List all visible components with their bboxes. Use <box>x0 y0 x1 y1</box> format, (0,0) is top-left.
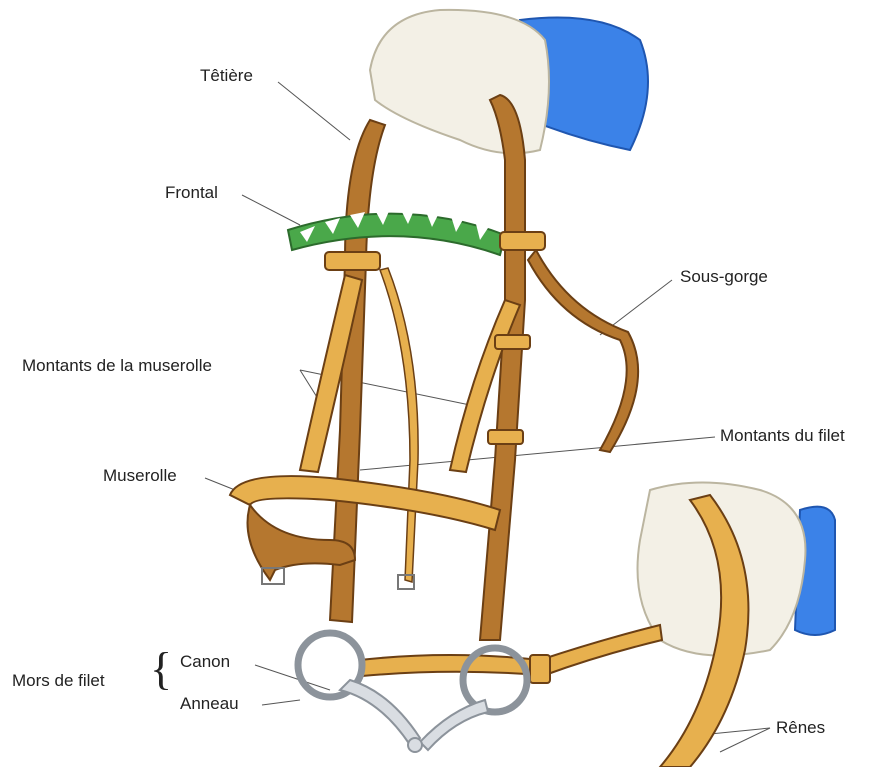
dangling-strap <box>380 268 418 582</box>
leader-frontal <box>242 195 300 225</box>
leader-anneau <box>262 700 300 705</box>
muserolle-band <box>230 476 500 530</box>
leader-renes-2 <box>720 728 770 752</box>
keeper-right-2 <box>488 430 523 444</box>
mors-brace: { <box>150 646 172 692</box>
label-tetiere: Têtière <box>200 66 253 86</box>
label-anneau: Anneau <box>180 694 239 714</box>
renes-connector <box>360 655 540 676</box>
rein-keeper <box>530 655 550 683</box>
leader-muserolle <box>205 478 235 490</box>
label-montants-muserolle: Montants de la muserolle <box>22 356 212 376</box>
keeper-right-1 <box>495 335 530 349</box>
frontal-loop-left <box>325 252 380 270</box>
label-mors-de-filet: Mors de filet <box>12 671 105 691</box>
leader-tetiere <box>278 82 350 140</box>
frontal-band <box>288 214 505 255</box>
label-montants-filet: Montants du filet <box>720 426 845 446</box>
label-sous-gorge: Sous-gorge <box>680 267 768 287</box>
renes-upper <box>540 625 662 675</box>
leader-canon <box>255 665 330 690</box>
label-canon: Canon <box>180 652 230 672</box>
label-renes: Rênes <box>776 718 825 738</box>
label-muserolle: Muserolle <box>103 466 177 486</box>
label-frontal: Frontal <box>165 183 218 203</box>
sous-gorge-strap <box>528 250 638 452</box>
canon-left <box>340 680 420 745</box>
frontal-loop-right <box>500 232 545 250</box>
canon-right <box>420 700 488 750</box>
